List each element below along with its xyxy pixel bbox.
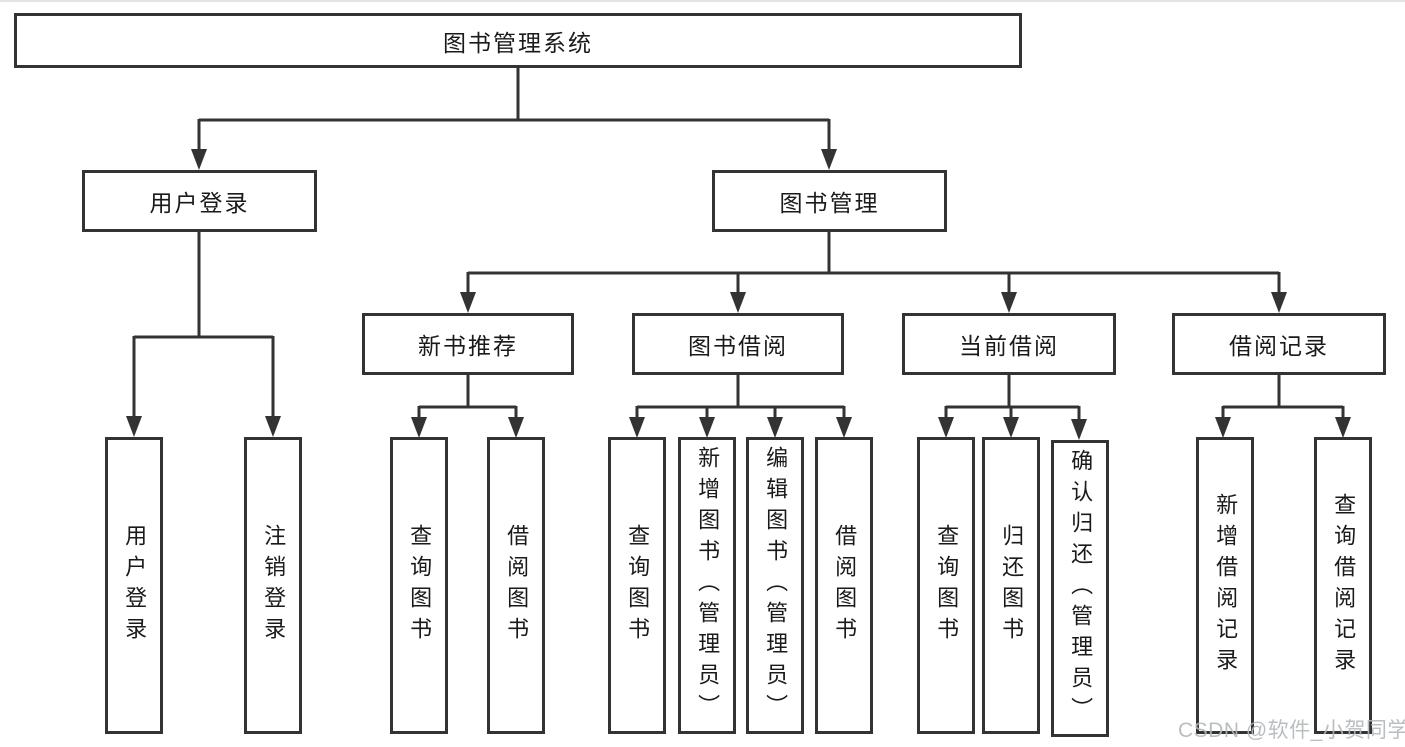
leaf-return-books-label: 归还图书: [999, 523, 1025, 648]
node-book-management: 图书管理: [712, 170, 947, 232]
leaf-add-books-admin: 新增图书（管理员）: [678, 437, 736, 734]
top-divider: [0, 0, 1405, 2]
leaf-user-login-label: 用户登录: [122, 523, 148, 648]
node-book-borrow: 图书借阅: [632, 313, 844, 375]
leaf-query-books-borrow-label: 查询图书: [625, 523, 651, 648]
leaf-user-login: 用户登录: [105, 437, 163, 734]
leaf-edit-books-admin-label: 编辑图书（管理员）: [763, 446, 789, 725]
node-root: 图书管理系统: [14, 13, 1022, 68]
node-new-book-recommend: 新书推荐: [362, 313, 574, 375]
node-new-book-recommend-label: 新书推荐: [418, 333, 518, 359]
node-borrow-records: 借阅记录: [1172, 313, 1386, 375]
leaf-borrow-books-recommend-label: 借阅图书: [504, 523, 530, 648]
leaf-query-books-recommend: 查询图书: [390, 437, 448, 734]
watermark: CSDN @软件_小贺同学: [1178, 719, 1405, 742]
node-user-login: 用户登录: [82, 170, 317, 232]
node-current-borrow-label: 当前借阅: [959, 333, 1059, 359]
leaf-query-books-borrow: 查询图书: [608, 437, 666, 734]
leaf-add-books-admin-label: 新增图书（管理员）: [695, 446, 721, 725]
leaf-query-books-current: 查询图书: [917, 437, 975, 734]
leaf-confirm-return-admin-label: 确认归还（管理员）: [1068, 449, 1094, 728]
node-user-login-label: 用户登录: [149, 190, 250, 216]
arrowheads: [126, 149, 1351, 440]
leaf-borrow-books-recommend: 借阅图书: [487, 437, 545, 734]
node-book-management-label: 图书管理: [779, 190, 880, 216]
leaf-return-books: 归还图书: [982, 437, 1040, 734]
leaf-logout: 注销登录: [244, 437, 302, 734]
node-root-label: 图书管理系统: [443, 29, 593, 56]
leaf-query-borrow-record-label: 查询借阅记录: [1331, 492, 1357, 679]
node-current-borrow: 当前借阅: [902, 313, 1116, 375]
node-book-borrow-label: 图书借阅: [688, 333, 788, 359]
leaf-add-borrow-record-label: 新增借阅记录: [1213, 492, 1239, 679]
leaf-query-books-current-label: 查询图书: [934, 523, 960, 648]
leaf-query-books-recommend-label: 查询图书: [407, 523, 433, 648]
leaf-add-borrow-record: 新增借阅记录: [1196, 437, 1254, 734]
leaf-confirm-return-admin: 确认归还（管理员）: [1051, 440, 1109, 737]
leaf-borrow-books: 借阅图书: [815, 437, 873, 734]
leaf-edit-books-admin: 编辑图书（管理员）: [746, 437, 804, 734]
leaf-logout-label: 注销登录: [261, 523, 287, 648]
node-borrow-records-label: 借阅记录: [1229, 333, 1329, 359]
leaf-borrow-books-label: 借阅图书: [832, 523, 858, 648]
leaf-query-borrow-record: 查询借阅记录: [1314, 437, 1372, 734]
